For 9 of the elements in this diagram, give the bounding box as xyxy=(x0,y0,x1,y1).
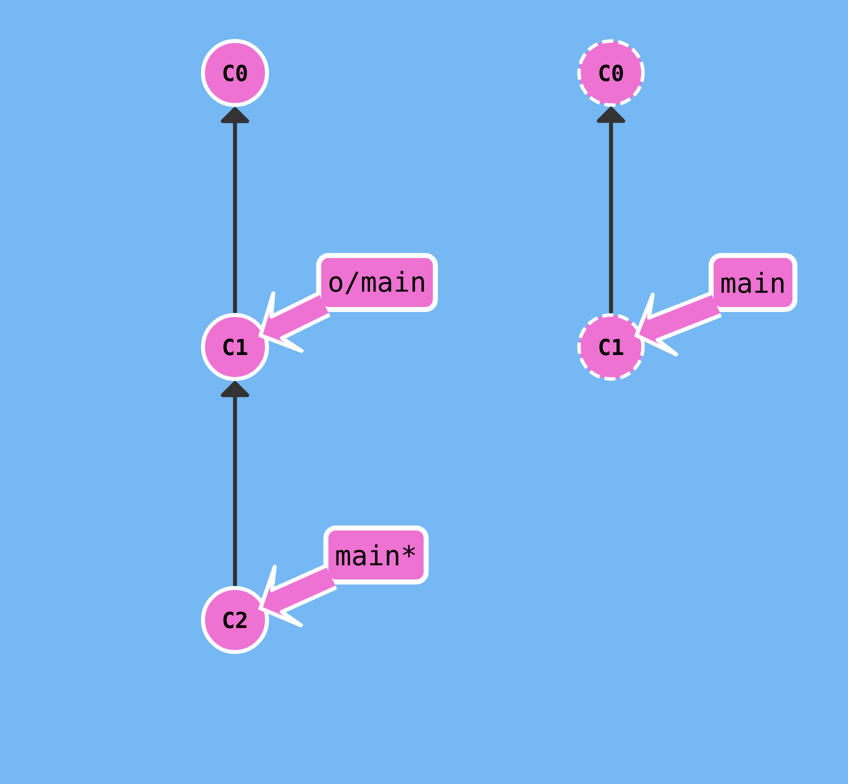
branch-label-box: main* xyxy=(323,526,429,584)
branch-label-box: o/main xyxy=(316,253,438,312)
block-arrow xyxy=(258,564,338,628)
arrow xyxy=(220,107,250,313)
arrow xyxy=(596,106,626,314)
block-arrow xyxy=(634,291,724,356)
block-arrow xyxy=(258,291,332,353)
branch-label-box: main xyxy=(708,253,798,312)
arrow xyxy=(220,381,250,586)
